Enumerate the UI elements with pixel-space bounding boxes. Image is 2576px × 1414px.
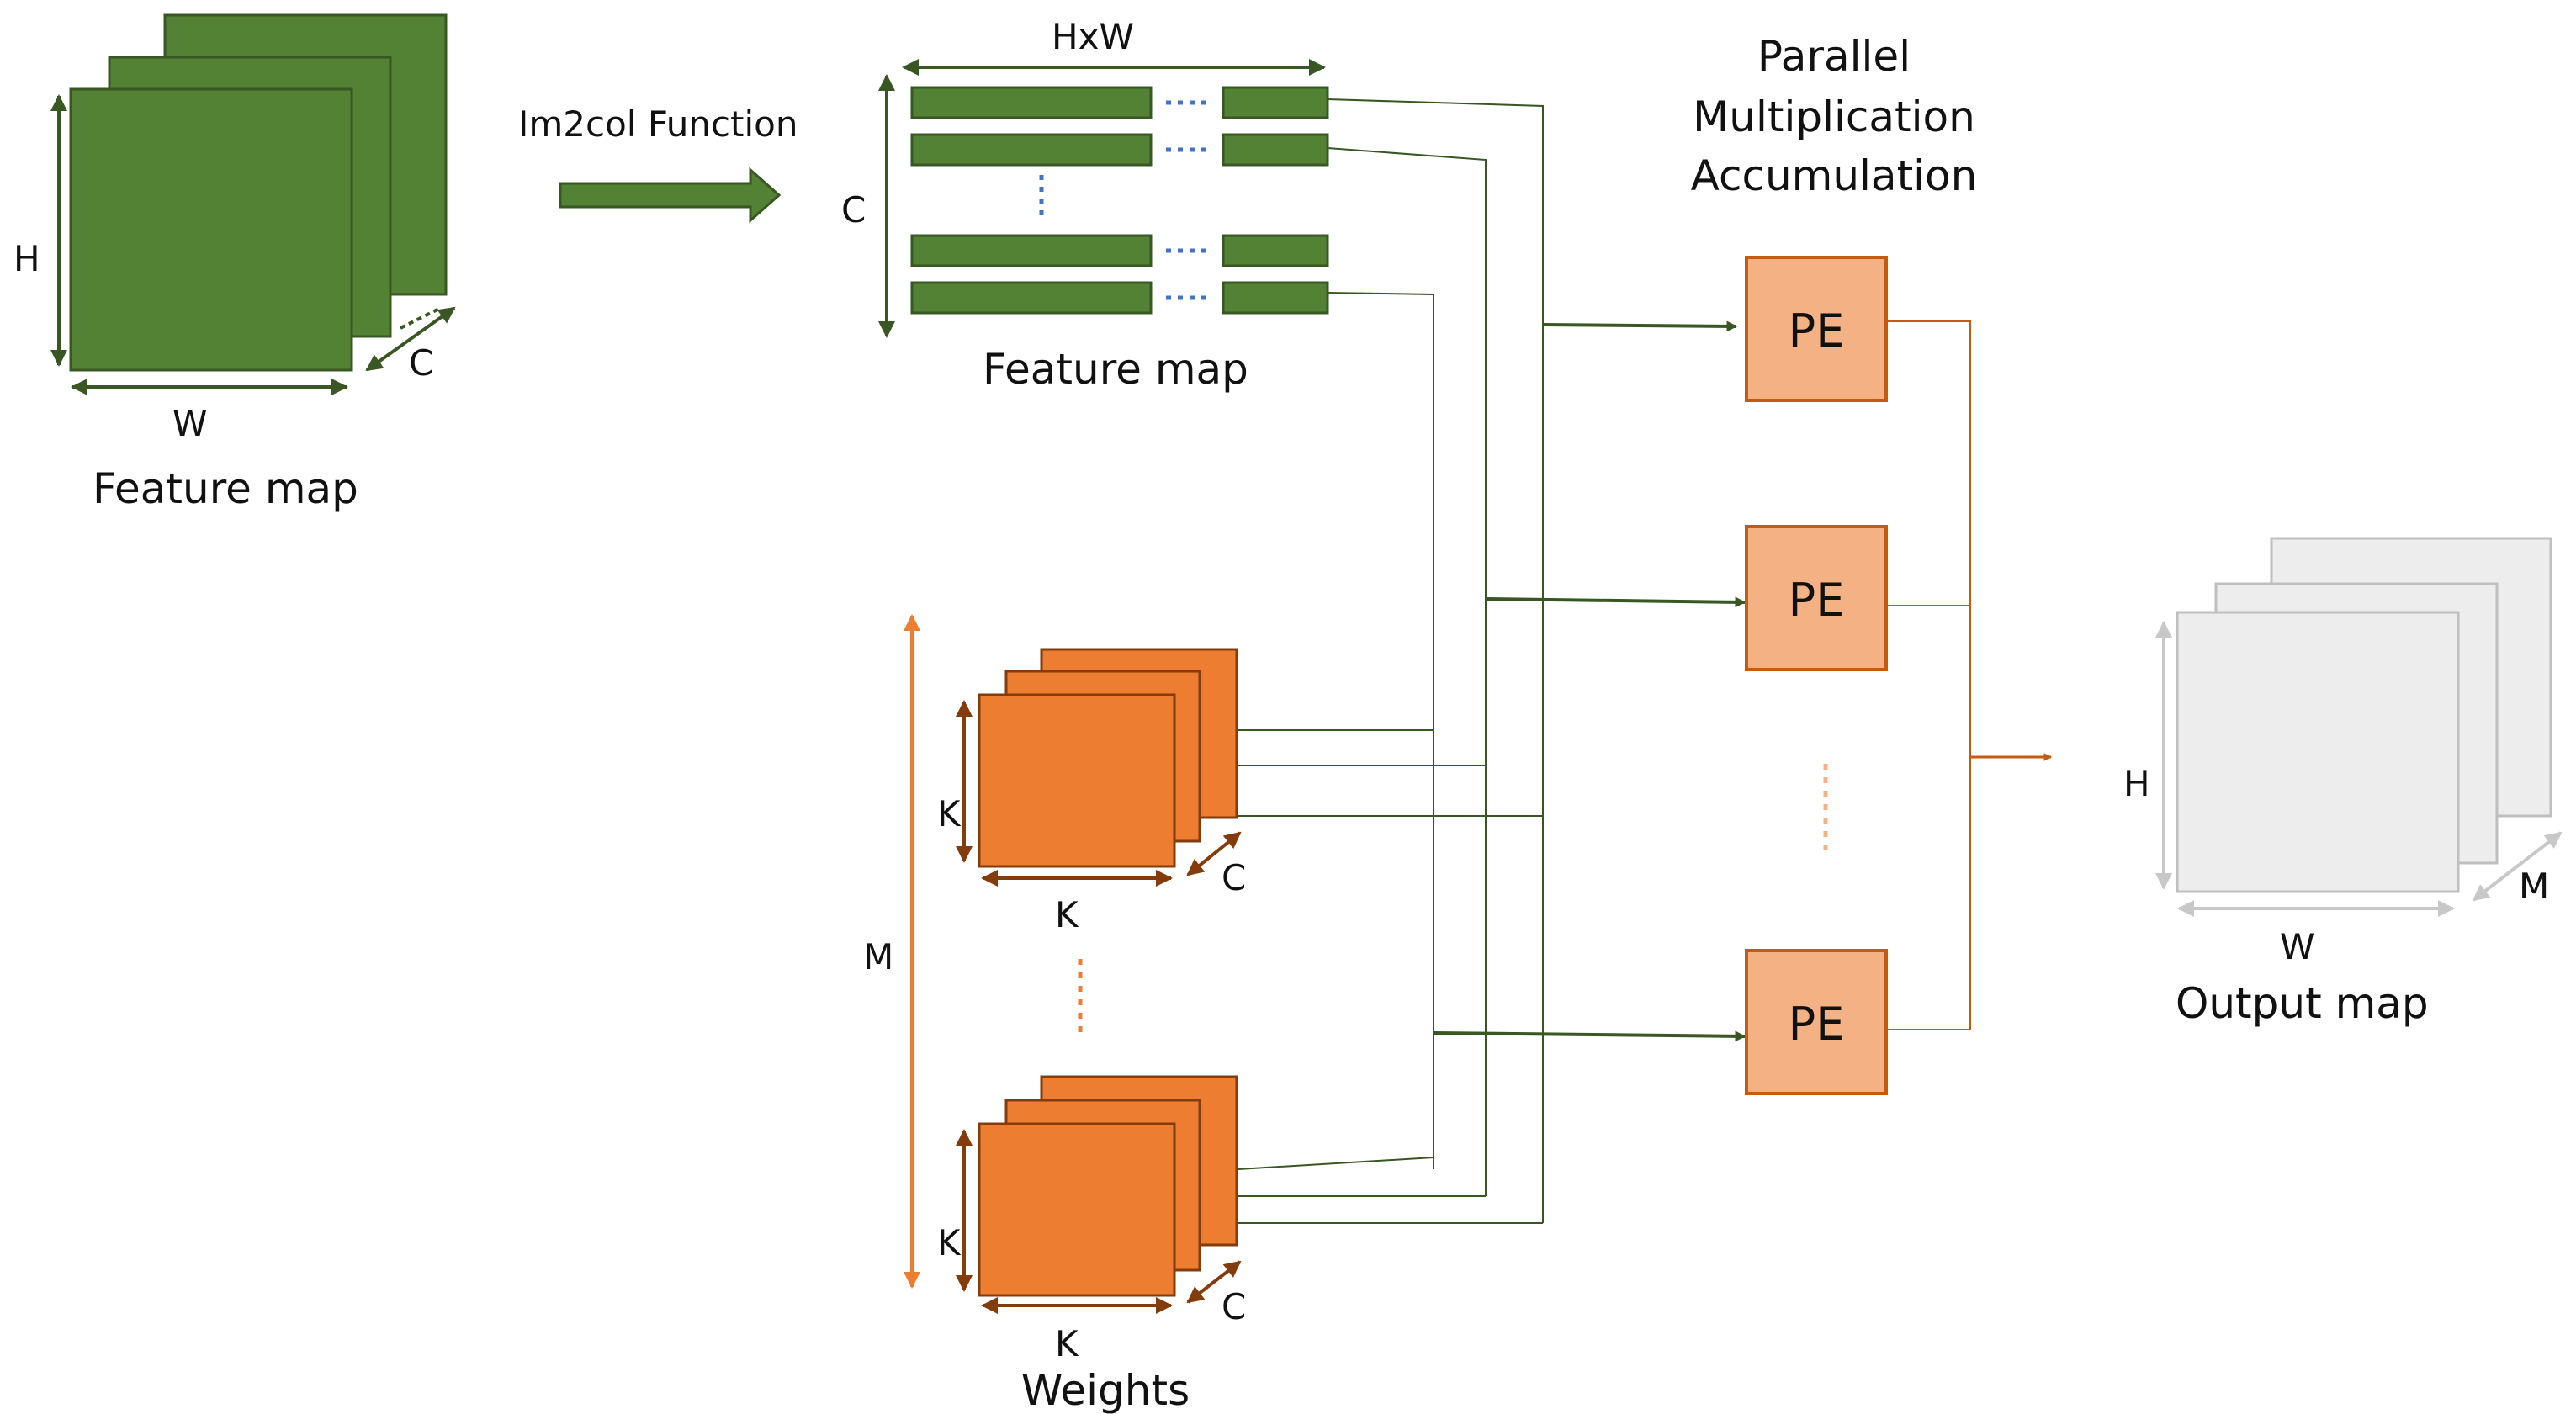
pe-block-3	[1745, 949, 1888, 1095]
rows-c-label: C	[841, 189, 866, 230]
input-c-arrow	[365, 306, 456, 372]
pmac-line-2: Multiplication	[1693, 93, 1975, 141]
wire-row-2	[1327, 147, 1487, 1196]
im2col-label: Im2col Function	[518, 103, 798, 145]
input-feature-map: H W C Feature map	[13, 13, 456, 513]
pmac-line-1: Parallel	[1757, 32, 1911, 81]
weight-bottom-c-arrow	[1186, 1260, 1242, 1304]
wires	[1176, 98, 1746, 1224]
output-m-arrow	[2472, 831, 2563, 902]
pe-label-2: PE	[1789, 574, 1845, 627]
weight-top-c-arrow	[1186, 831, 1242, 876]
output-slice-front	[2176, 611, 2460, 893]
row-4-right	[1222, 281, 1329, 315]
rows-caption: Feature map	[983, 345, 1248, 394]
wire-row-4	[1327, 292, 1434, 1169]
weight-top-c: C	[1222, 857, 1246, 898]
pe-label-3: PE	[1789, 998, 1845, 1051]
output-caption: Output map	[2176, 979, 2429, 1028]
row-3-right	[1222, 234, 1329, 267]
input-slice-front	[69, 87, 353, 372]
wire-to-pe-3	[1433, 1030, 1746, 1042]
im2col-arrow	[559, 167, 782, 224]
output-h-label: H	[2123, 763, 2150, 804]
wire-to-pe-2	[1485, 596, 1746, 608]
weight-bottom-k-bottom: K	[1055, 1323, 1079, 1364]
row-4-left	[910, 281, 1153, 315]
weights-m-label: M	[863, 936, 893, 977]
input-c-dots	[400, 306, 442, 330]
input-caption: Feature map	[93, 464, 358, 513]
weight-bottom-front	[978, 1122, 1176, 1297]
weight-top-k-bottom: K	[1055, 894, 1079, 935]
weights-caption: Weights	[1021, 1366, 1190, 1414]
weights-top: K K C	[937, 648, 1246, 935]
row-3-left	[910, 234, 1153, 267]
row-2-left	[910, 133, 1153, 167]
weight-bottom-k-left: K	[937, 1222, 962, 1263]
input-c-label: C	[409, 342, 433, 384]
rows-hw-label: HxW	[1052, 16, 1134, 57]
input-w-label: W	[172, 403, 208, 444]
pe-label-1: PE	[1789, 305, 1845, 357]
pe-block-2	[1745, 525, 1888, 671]
weight-bottom-c: C	[1222, 1286, 1246, 1327]
pmac-title: Parallel Multiplication Accumulation	[1691, 32, 1978, 200]
pmac-line-3: Accumulation	[1691, 151, 1978, 200]
im2col-transform: Im2col Function	[518, 103, 798, 224]
weight-top-k-left: K	[937, 793, 962, 834]
input-h-label: H	[13, 238, 40, 279]
pe-blocks: PE PE PE	[1745, 256, 1888, 1095]
row-1-left	[910, 86, 1153, 119]
output-map: H W M Output map	[2123, 537, 2563, 1028]
pe-out-1	[1886, 320, 1971, 1030]
wire-weight-d	[1238, 1157, 1434, 1170]
wire-row-1	[1327, 98, 1544, 1223]
rows-feature-map: HxW C Feature map	[841, 16, 1329, 394]
pe-block-1	[1745, 256, 1888, 402]
output-m-label: M	[2519, 866, 2549, 907]
pe-output-wires	[1886, 320, 2052, 1030]
output-w-label: W	[2280, 926, 2315, 967]
wire-to-pe-1	[1542, 320, 1738, 332]
weights-bottom: K K C Weights	[937, 1075, 1246, 1414]
weight-top-front	[978, 693, 1176, 868]
row-1-right	[1222, 86, 1329, 119]
row-2-right	[1222, 133, 1329, 167]
